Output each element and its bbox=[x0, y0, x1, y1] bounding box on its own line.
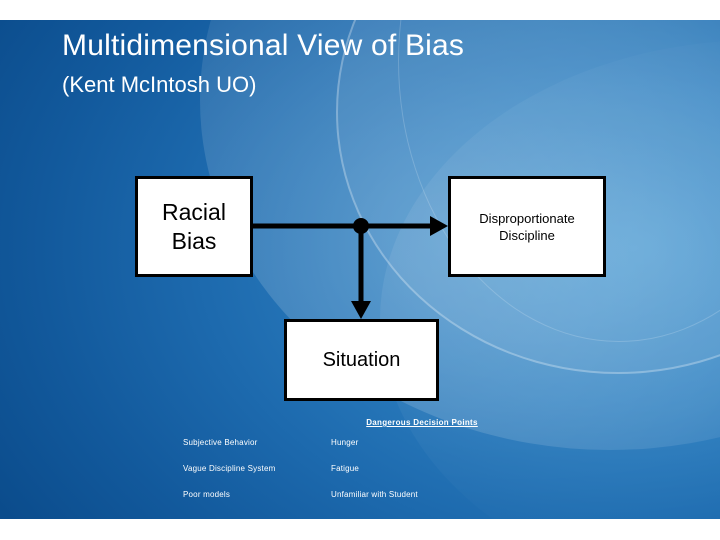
footer-rows: Subjective Behavior Hunger Vague Discipl… bbox=[183, 438, 613, 499]
box-disproportionate-discipline: Disproportionate Discipline bbox=[448, 176, 606, 277]
box-situation-label: Situation bbox=[322, 349, 401, 371]
footer-heading: Dangerous Decision Points bbox=[366, 418, 478, 427]
footer-row: Subjective Behavior Hunger bbox=[183, 438, 613, 447]
footer-cell-left: Subjective Behavior bbox=[183, 438, 258, 447]
footer-cell-right: Unfamiliar with Student bbox=[331, 490, 418, 499]
slide-title-block: Multidimensional View of Bias (Kent McIn… bbox=[62, 28, 662, 100]
dangerous-decision-points-block: Dangerous Decision Points Subjective Beh… bbox=[183, 418, 613, 516]
box-racial-bias-label: Racial Bias bbox=[162, 198, 226, 254]
footer-cell-right: Fatigue bbox=[331, 464, 360, 473]
box-situation: Situation bbox=[284, 319, 439, 401]
box-racial-bias: Racial Bias bbox=[135, 176, 253, 277]
box-disproportionate-discipline-label: Disproportionate Discipline bbox=[479, 210, 575, 243]
page-title: Multidimensional View of Bias bbox=[62, 29, 465, 62]
footer-row: Vague Discipline System Fatigue bbox=[183, 464, 613, 473]
bottom-white-band bbox=[0, 519, 720, 540]
top-white-band bbox=[0, 0, 720, 20]
footer-row: Poor models Unfamiliar with Student bbox=[183, 490, 613, 499]
footer-cell-right: Hunger bbox=[331, 438, 359, 447]
footer-cell-left: Vague Discipline System bbox=[183, 464, 276, 473]
footer-cell-left: Poor models bbox=[183, 490, 231, 499]
page-subtitle: (Kent McIntosh UO) bbox=[62, 72, 257, 97]
